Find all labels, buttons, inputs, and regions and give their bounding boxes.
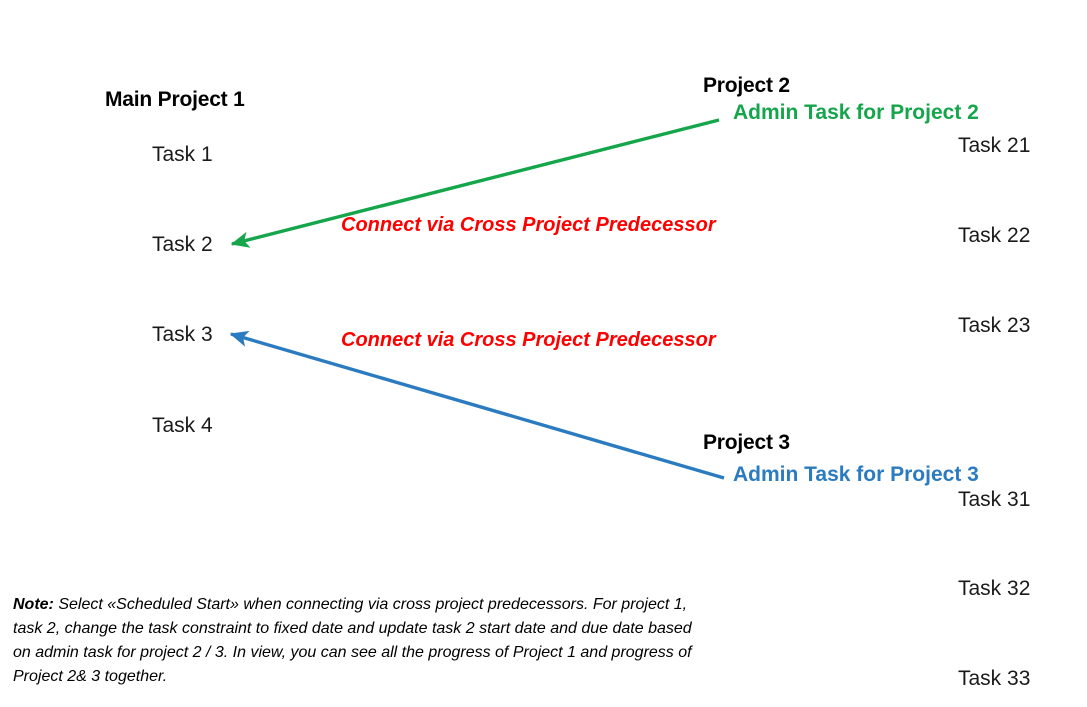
admin-task-project-2-label: Admin Task for Project 2 xyxy=(733,101,979,124)
task-label-task-22: Task 22 xyxy=(958,224,1031,247)
task-label-task-2: Task 2 xyxy=(152,233,213,256)
task-label-task-4: Task 4 xyxy=(152,414,213,437)
project-3-heading: Project 3 xyxy=(703,431,790,454)
task-label-task-33: Task 33 xyxy=(958,667,1031,690)
task-label-task-21: Task 21 xyxy=(958,134,1031,157)
admin-task-project-3-label: Admin Task for Project 3 xyxy=(733,463,979,486)
task-label-task-23: Task 23 xyxy=(958,314,1031,337)
task-label-task-31: Task 31 xyxy=(958,488,1031,511)
main-project-1-heading: Main Project 1 xyxy=(105,88,245,111)
annotation-cross-project-predecessor-2: Connect via Cross Project Predecessor xyxy=(341,329,716,351)
task-label-task-32: Task 32 xyxy=(958,577,1031,600)
project-2-heading: Project 2 xyxy=(703,74,790,97)
task-label-task-1: Task 1 xyxy=(152,143,213,166)
note-label: Note: xyxy=(13,596,54,613)
task-label-task-3: Task 3 xyxy=(152,323,213,346)
blue-connector-line xyxy=(229,330,725,480)
note-block: Note: Select «Scheduled Start» when conn… xyxy=(13,593,703,689)
annotation-cross-project-predecessor-1: Connect via Cross Project Predecessor xyxy=(341,214,716,236)
note-body: Select «Scheduled Start» when connecting… xyxy=(13,596,692,685)
